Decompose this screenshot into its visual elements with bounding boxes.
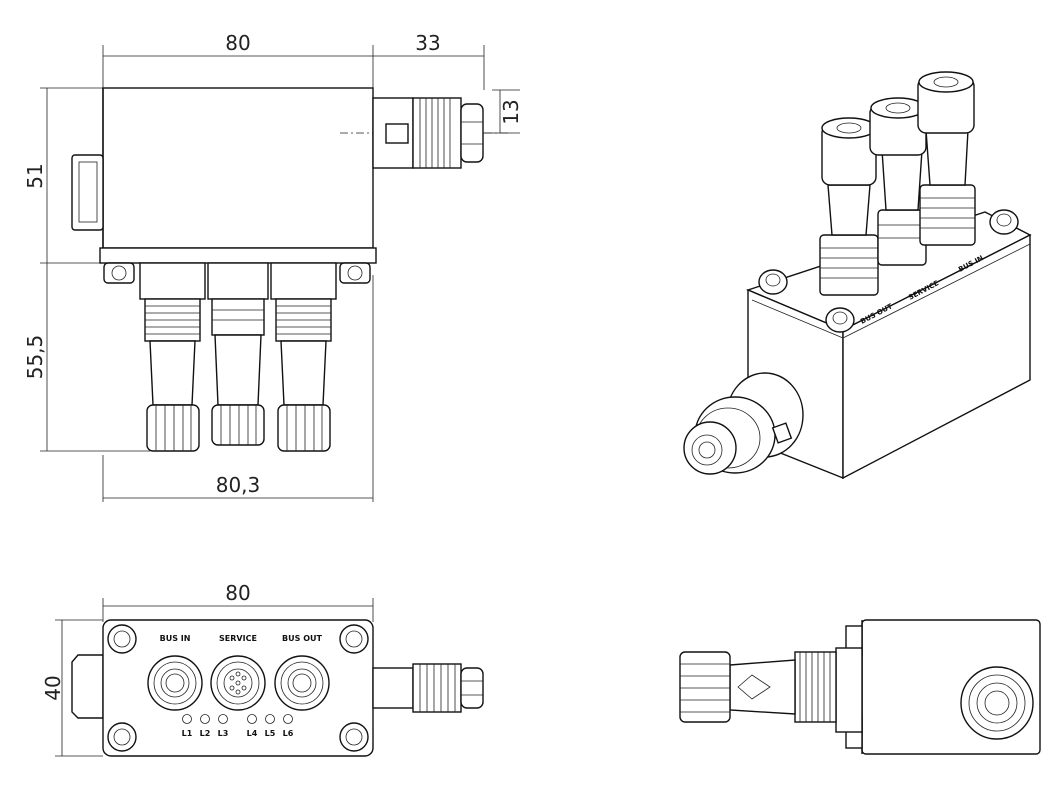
led-label-l1: L1 [182,729,193,738]
bottom-nuts [103,262,371,284]
hanging-connector-right [270,262,337,452]
top-view: 80 40 BUS IN SERVICE BUS OUT [41,581,484,757]
dim-bottom-width: 80 [225,581,250,605]
label-bus-in: BUS IN [160,634,191,643]
label-service: SERVICE [219,634,257,643]
led-label-l5: L5 [265,729,276,738]
led-label-l4: L4 [247,729,258,738]
dim-connector-height: 13 [499,99,523,124]
isometric-view: BUS OUT SERVICE BUS IN [683,71,1032,480]
led-l1 [182,714,192,724]
top-view-side-connector [372,663,484,713]
housing-body [102,87,374,249]
led-label-l2: L2 [200,729,211,738]
port-service [210,655,266,711]
front-view: 80 33 13 51 55,5 80,3 [23,31,523,502]
led-l5 [265,714,275,724]
side-port [960,666,1034,740]
iso-connector-service [869,97,927,266]
iso-connector-bus-in [917,71,976,246]
led-l2 [200,714,210,724]
housing-flange [99,247,377,264]
port-bus-out [274,655,330,711]
side-connector [372,97,484,169]
side-view [679,619,1041,755]
side-clip [71,154,104,231]
iso-connector-bus-out [819,117,879,296]
port-bus-in [147,655,203,711]
dim-top-width: 80 [225,31,250,55]
dim-body-height: 51 [23,163,47,188]
led-l3 [218,714,228,724]
side-horizontal-connector [679,651,837,723]
led-label-l6: L6 [283,729,294,738]
iso-right-face [842,233,1031,480]
led-label-l3: L3 [218,729,229,738]
iso-nuts [758,209,1019,333]
hanging-connector-center [207,262,269,446]
label-bus-out: BUS OUT [282,634,322,643]
iso-side-connector [683,372,804,475]
top-view-nuts [107,624,369,752]
dim-connector-length: 33 [415,31,440,55]
led-row [182,714,293,724]
hanging-connector-left [139,262,206,452]
led-l6 [283,714,293,724]
led-l4 [247,714,257,724]
dim-connector-drop: 55,5 [23,335,47,380]
dim-bottom-height: 40 [41,675,65,700]
dim-overall-width: 80,3 [216,473,261,497]
